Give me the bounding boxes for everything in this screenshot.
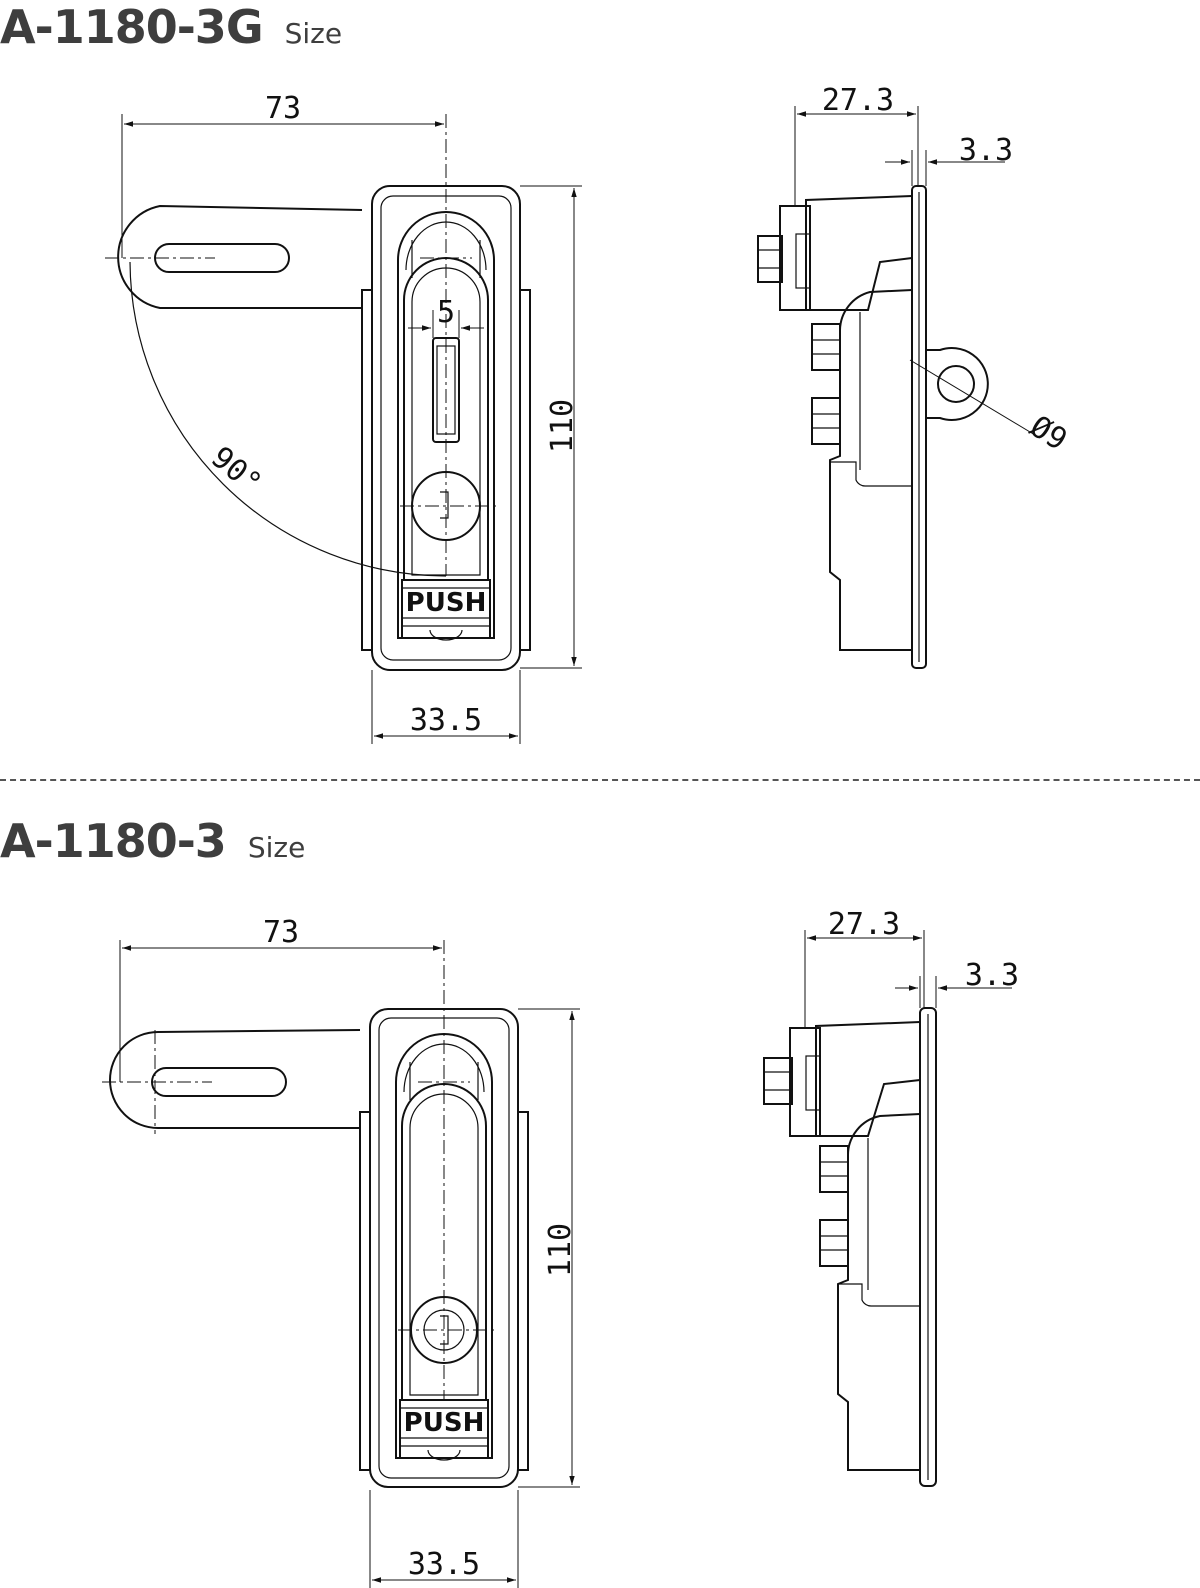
front-view-3: PUSH 73 110 33.5 (102, 915, 580, 1588)
dim-height: 110 (543, 1223, 578, 1277)
dim-handle-reach: 73 (263, 915, 299, 950)
dim-width: 33.5 (410, 703, 482, 738)
dim-width: 33.5 (408, 1547, 480, 1582)
side-view-3g: Ø9 27.3 3.3 (757, 83, 1073, 669)
dim-slot: 5 (437, 295, 455, 330)
angle-label: 90° (204, 440, 268, 502)
dim-height: 110 (545, 399, 580, 453)
front-view-3g: PUSH 90° 73 5 110 33.5 (105, 91, 582, 744)
model-name: A-1180-3G (0, 0, 264, 54)
model-name: A-1180-3 (0, 814, 227, 868)
size-label: Size (247, 831, 306, 864)
dim-depth: 27.3 (822, 83, 894, 118)
section-title-a1180-3g: A-1180-3G Size (0, 0, 342, 54)
push-button-label: PUSH (406, 588, 487, 618)
push-button-label: PUSH (404, 1408, 485, 1438)
dim-depth: 27.3 (828, 907, 900, 942)
size-label: Size (284, 17, 343, 50)
dim-hole: Ø9 (1024, 409, 1073, 458)
dim-plate: 3.3 (965, 958, 1019, 993)
dim-handle-reach: 73 (265, 91, 301, 126)
dim-plate: 3.3 (959, 133, 1013, 168)
section-title-a1180-3: A-1180-3 Size (0, 814, 305, 868)
section-divider (0, 779, 1200, 781)
side-view-3: 27.3 3.3 (763, 907, 1019, 1487)
